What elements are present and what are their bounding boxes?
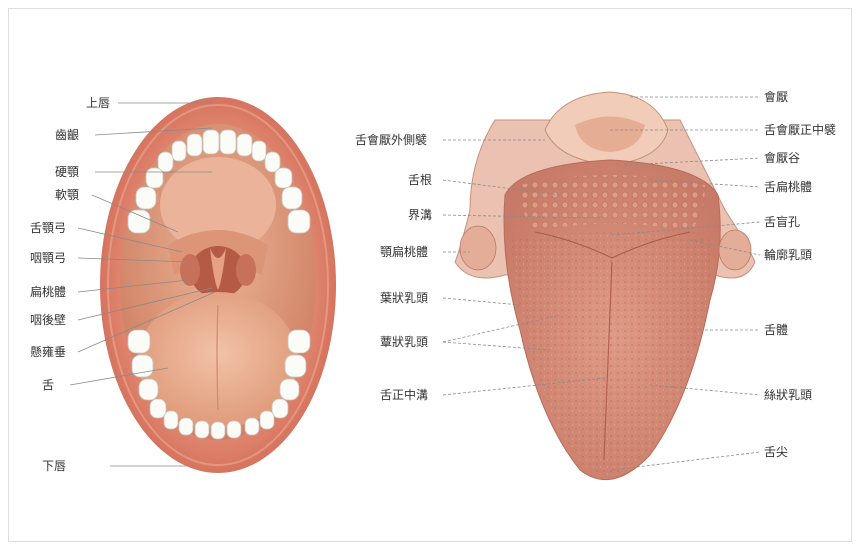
label-body: 舌體 (764, 323, 788, 337)
label-uvula: 懸雍垂 (30, 344, 66, 359)
label-palatopharyngeal-arch: 咽顎弓 (30, 251, 66, 265)
label-lateral-glossoepiglottic-fold: 舌會厭外側襞 (355, 132, 427, 147)
label-foramen-cecum: 舌盲孔 (764, 214, 800, 229)
label-root: 舌根 (408, 173, 432, 187)
open-mouth-illustration (70, 97, 336, 473)
label-apex: 舌尖 (764, 445, 788, 459)
tongue-illustration (443, 92, 760, 480)
label-posterior-pharyngeal-wall: 咽後壁 (30, 312, 66, 327)
label-hard-palate: 硬顎 (55, 165, 79, 179)
label-tongue: 舌 (42, 378, 54, 392)
label-epiglottis: 會厭 (764, 90, 788, 104)
left-palatine-tonsil-shape (460, 226, 496, 270)
label-palatoglossal-arch: 舌顎弓 (30, 221, 66, 235)
left-tonsil-shape (180, 254, 200, 286)
label-foliate-papillae: 葉狀乳頭 (380, 291, 428, 305)
tongue-root-texture (520, 175, 705, 232)
label-lower-lip: 下唇 (42, 459, 66, 473)
label-upper-lip: 上唇 (86, 96, 110, 110)
label-median-glossoepiglottic-fold: 舌會厭正中襞 (764, 122, 836, 137)
label-fungiform-papillae: 蕈狀乳頭 (380, 335, 428, 349)
label-median-sulcus: 舌正中溝 (380, 387, 428, 402)
label-circumvallate-papillae: 輪廓乳頭 (764, 247, 812, 262)
label-palatine-tonsil: 顎扁桃體 (380, 244, 428, 259)
label-soft-palate: 軟顎 (55, 187, 79, 202)
label-sulcus-terminalis: 界溝 (408, 208, 432, 222)
right-tonsil-shape (236, 254, 256, 286)
label-tonsil: 扁桃體 (30, 284, 66, 299)
label-vallecula: 會厭谷 (764, 151, 800, 165)
label-gums: 齒齦 (55, 128, 79, 142)
label-filiform-papillae: 絲狀乳頭 (764, 387, 812, 402)
label-lingual-tonsil: 舌扁桃體 (764, 179, 812, 194)
mouth-labels: 上唇 齒齦 硬顎 軟顎 舌顎弓 咽顎弓 扁桃體 咽後壁 懸雍垂 舌 下唇 (30, 96, 110, 473)
